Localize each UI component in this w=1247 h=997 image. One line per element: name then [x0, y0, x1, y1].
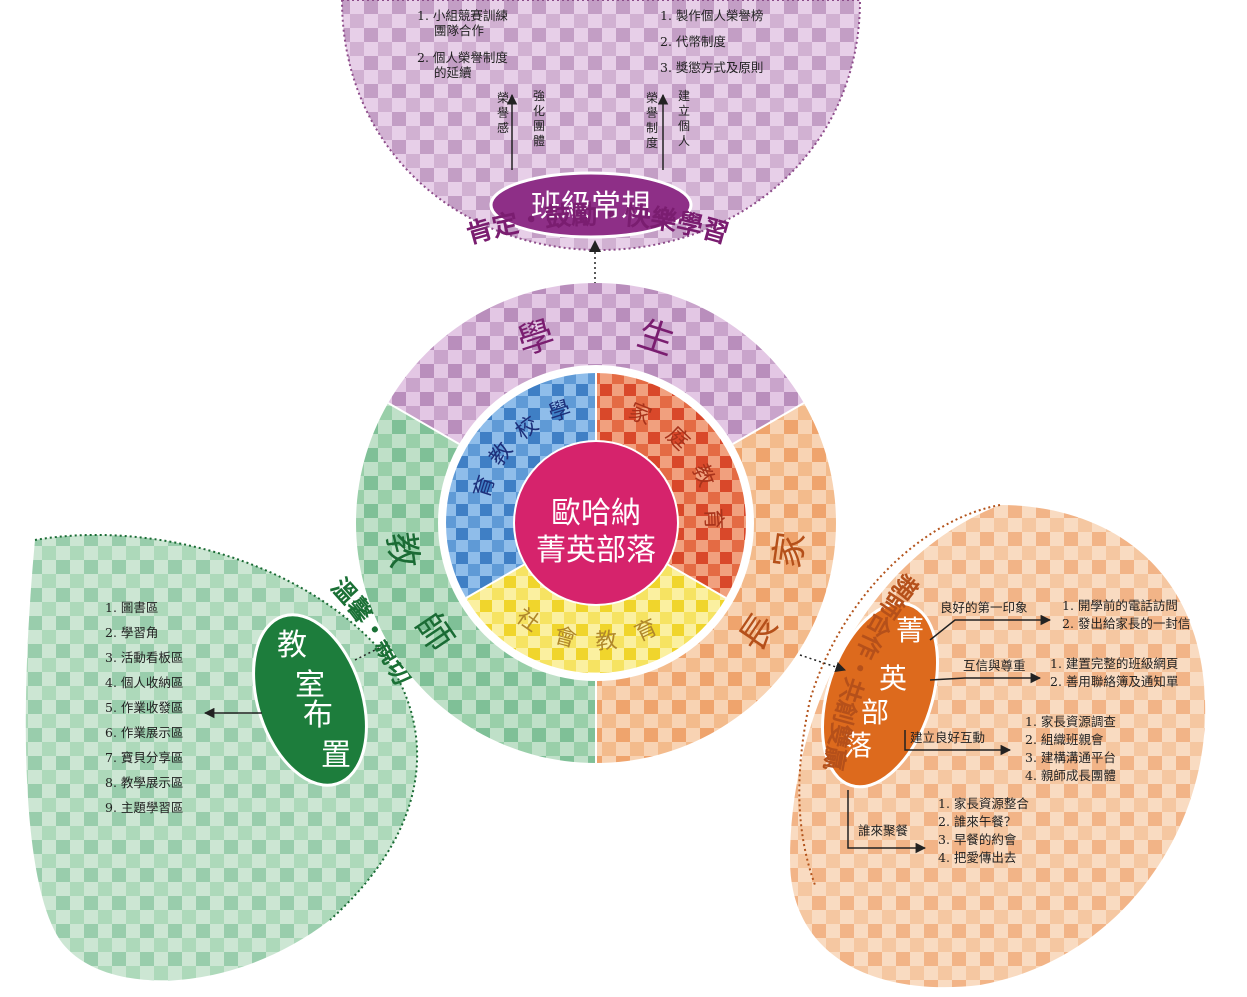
right-branch-item: 4. 把愛傳出去 — [938, 850, 1016, 865]
right-branch-item: 2. 發出給家長的一封信 — [1062, 616, 1190, 631]
left-oval-char: 置 — [321, 738, 351, 773]
right-branch-item: 4. 親師成長團體 — [1025, 768, 1116, 783]
left-list-item: 6. 作業展示區 — [105, 725, 183, 740]
right-branch-item: 1. 家長資源整合 — [938, 796, 1029, 811]
left-list-item: 3. 活動看板區 — [105, 650, 183, 665]
right-branch-item: 2. 誰來午餐？ — [938, 814, 1016, 829]
left-list-item: 9. 主題學習區 — [105, 800, 183, 815]
outer-label-teacher: 教 — [379, 530, 425, 571]
right-branch-label: 互信與尊重 — [963, 658, 1026, 673]
top-right-list-item: 3. 獎懲方式及原則 — [660, 60, 763, 75]
center-wheel: 歐哈納菁英部落學生教師家長學校教育家庭教育社會教育 — [356, 283, 836, 763]
right-branch-item: 1. 建置完整的班級網頁 — [1050, 656, 1178, 671]
top-right-list-item: 1. 製作個人榮譽榜 — [660, 8, 763, 23]
left-oval-char: 布 — [303, 698, 333, 733]
center-line-2: 菁英部落 — [536, 533, 656, 568]
left-list-item: 2. 學習角 — [105, 625, 158, 640]
right-branch-label: 良好的第一印象 — [940, 600, 1028, 615]
svg-text:榮譽感: 榮譽感 — [497, 91, 509, 135]
top-left-list-item: 的延續 — [434, 65, 472, 80]
right-branch-item: 1. 家長資源調查 — [1025, 714, 1116, 729]
left-list-item: 7. 寶貝分享區 — [105, 750, 183, 765]
right-branch-item: 1. 開學前的電話訪問 — [1062, 598, 1178, 613]
svg-text:強化團體: 強化團體 — [533, 89, 545, 148]
left-list-item: 4. 個人收納區 — [105, 675, 183, 690]
right-branch-item: 3. 建構溝通平台 — [1025, 750, 1116, 765]
inner-label-family: 育 — [700, 507, 726, 530]
outer-label-parent: 家 — [767, 530, 813, 571]
right-branch-label: 建立良好互動 — [910, 730, 985, 745]
right-branch-label: 誰來聚餐 — [858, 823, 909, 838]
right-oval-char: 英 — [879, 662, 907, 695]
right-branch-item: 2. 善用聯絡簿及通知單 — [1050, 674, 1178, 689]
left-list-item: 5. 作業收發區 — [105, 700, 183, 715]
top-left-list-item: 1. 小組競賽訓練 — [417, 8, 508, 23]
right-branch-item: 3. 早餐的約會 — [938, 832, 1017, 847]
svg-text:建立個人: 建立個人 — [678, 89, 690, 148]
left-list-item: 8. 教學展示區 — [105, 775, 183, 790]
top-lobe: 班級常規 強化團體 榮譽感 建立個人 榮譽制度 1. 小組競賽訓練團隊合作2. … — [342, 0, 860, 305]
top-left-list-item: 團隊合作 — [434, 23, 485, 38]
right-branch-item: 2. 組織班親會 — [1025, 732, 1104, 747]
center-line-1: 歐哈納 — [551, 496, 641, 531]
top-left-list-item: 2. 個人榮譽制度 — [417, 50, 508, 65]
svg-text:榮譽制度: 榮譽制度 — [646, 91, 658, 150]
right-oval-char: 部 — [861, 696, 889, 729]
top-right-list-item: 2. 代幣制度 — [660, 34, 726, 49]
left-list-item: 1. 圖書區 — [105, 600, 158, 615]
inner-label-society: 教 — [594, 628, 618, 655]
left-oval-char: 教 — [277, 628, 307, 663]
